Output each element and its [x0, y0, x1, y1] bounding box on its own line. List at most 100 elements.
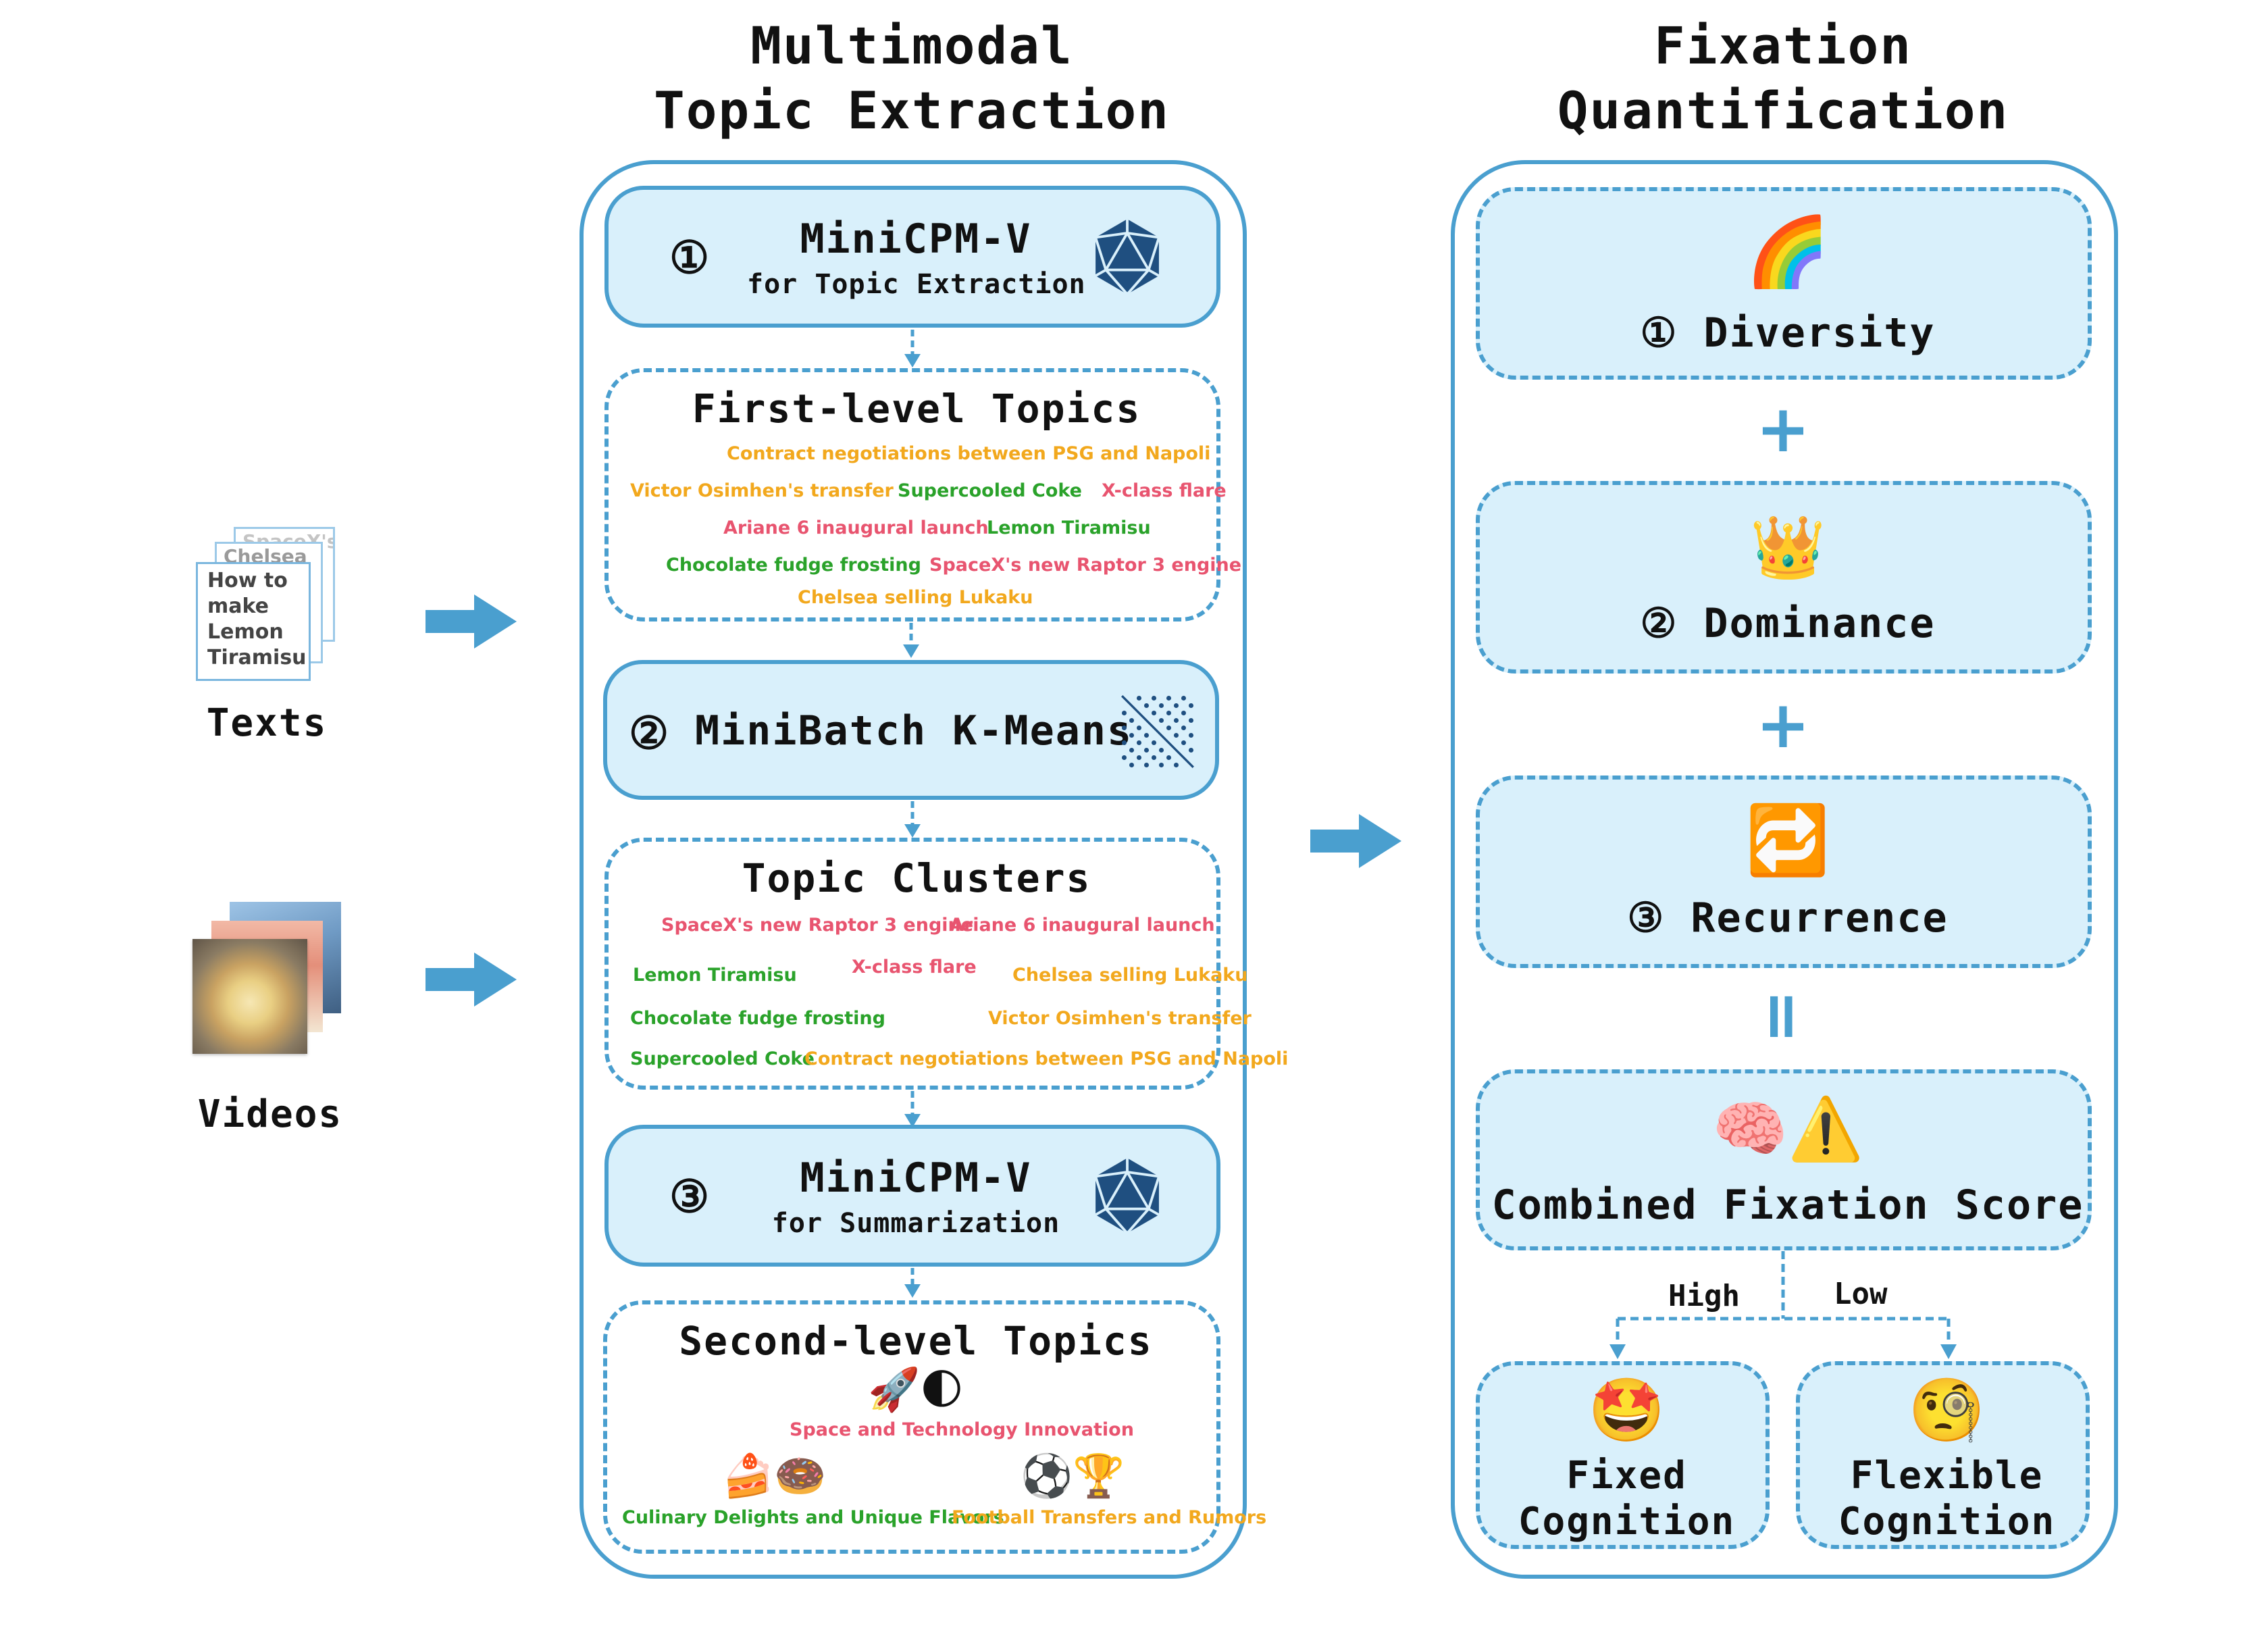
scatter-dot: [1136, 725, 1142, 731]
right-title-line2: Quantification: [1557, 80, 2009, 141]
scatter-dot: [1181, 740, 1187, 746]
video-thumbnails-stack: [192, 902, 348, 1057]
video-thumb-front: [192, 939, 307, 1054]
fixed-line2: Cognition: [1518, 1500, 1736, 1544]
crown-icon: 👑: [1749, 512, 1826, 583]
right-title-line1: Fixation: [1653, 16, 1913, 76]
step1-subtitle: for Topic Extraction: [747, 269, 1086, 300]
plus-sign: +: [1755, 687, 1811, 763]
scatter-dot: [1143, 703, 1150, 709]
scatter-dot: [1188, 703, 1194, 709]
brain-warning-icon: 🧠⚠️: [1711, 1094, 1864, 1165]
cluster-topic: Chelsea selling Lukaku: [1012, 965, 1248, 986]
high-label: High: [1668, 1279, 1740, 1313]
text-documents-stack: SpaceX's Chelsea How to make Lemon Tiram…: [196, 527, 351, 682]
scatter-dot: [1158, 747, 1164, 753]
scatter-dot: [1129, 747, 1135, 753]
cluster-topic: SpaceX's new Raptor 3 engine: [661, 915, 974, 936]
dominance-label: ② Dominance: [1640, 600, 1936, 647]
scatter-dot: [1181, 695, 1187, 701]
step3-number: ③: [669, 1171, 711, 1223]
second-topic-culinary: Culinary Delights and Unique Flavors: [622, 1507, 1004, 1528]
scatter-dot: [1143, 762, 1150, 768]
scatter-dot: [1129, 717, 1135, 723]
second-topic-space: Space and Technology Innovation: [790, 1419, 1134, 1440]
fixed-line1: Fixed: [1566, 1454, 1687, 1498]
scatter-dot: [1158, 717, 1164, 723]
scatter-dot: [1136, 740, 1142, 746]
recurrence-box: 🔁 ③ Recurrence: [1476, 776, 2092, 968]
step2-title: MiniBatch K-Means: [695, 707, 1133, 755]
first-topic: Ariane 6 inaugural launch: [723, 517, 989, 538]
connector-arrow: [904, 1268, 921, 1298]
left-title-line1: Multimodal: [750, 16, 1073, 76]
scatter-dot: [1166, 695, 1172, 701]
cluster-topic: Contract negotiations between PSG and Na…: [804, 1048, 1289, 1069]
topic-clusters-box: Topic Clusters SpaceX's new Raptor 3 eng…: [604, 838, 1288, 1090]
plus-sign: +: [1755, 391, 1811, 467]
scatter-dot: [1188, 717, 1194, 723]
first-topic: Supercooled Coke: [898, 480, 1082, 501]
step2-number: ②: [629, 707, 671, 759]
step3-subtitle: for Summarization: [771, 1208, 1060, 1239]
first-topic: Contract negotiations between PSG and Na…: [727, 443, 1211, 464]
scatter-dot: [1121, 710, 1127, 716]
space-emoji: 🚀🌓: [868, 1365, 964, 1414]
clusters-heading: Topic Clusters: [742, 855, 1091, 901]
diversity-label: ① Diversity: [1640, 309, 1936, 357]
flexible-line2: Cognition: [1838, 1500, 2056, 1544]
second-level-topics-box: Second-level Topics 🚀🌓 Space and Technol…: [603, 1300, 1266, 1554]
first-topic: Victor Osimhen's transfer: [630, 480, 894, 501]
second-topic-football: Football Transfers and Rumors: [952, 1507, 1267, 1528]
diversity-box: 🌈 ① Diversity: [1476, 187, 2092, 380]
rainbow-icon: 🌈: [1745, 212, 1830, 291]
scatter-dot: [1166, 710, 1172, 716]
scatter-dot: [1181, 710, 1187, 716]
left-title: Multimodal Topic Extraction: [567, 14, 1256, 143]
minibatch-kmeans-box: ② MiniBatch K-Means: [603, 660, 1219, 800]
scatter-dot: [1151, 710, 1157, 716]
combined-label: Combined Fixation Score: [1491, 1182, 2084, 1229]
scatter-dot: [1121, 755, 1127, 761]
scatter-dot: [1143, 747, 1150, 753]
first-topic: Chocolate fudge frosting: [666, 555, 921, 576]
scatter-dot: [1158, 762, 1164, 768]
scatter-dot: [1136, 695, 1142, 701]
scatter-dot: [1188, 732, 1194, 738]
scatter-dot: [1129, 762, 1135, 768]
flexible-cognition-box: 🧐 Flexible Cognition: [1796, 1361, 2090, 1549]
first-topic: Lemon Tiramisu: [987, 517, 1151, 538]
connector-arrow: [904, 1091, 921, 1127]
first-topic: Chelsea selling Lukaku: [798, 587, 1033, 608]
scatter-cluster-icon: [1121, 695, 1194, 768]
branch-connector: [1609, 1251, 1957, 1359]
scatter-dot: [1173, 732, 1179, 738]
first-topic: X-class flare: [1102, 480, 1227, 501]
monocle-face-icon: 🧐: [1908, 1374, 1986, 1446]
scatter-dot: [1188, 747, 1194, 753]
football-emoji: ⚽🏆: [1021, 1451, 1125, 1500]
videos-label: Videos: [197, 1092, 343, 1136]
step3-title: MiniCPM-V: [800, 1154, 1032, 1202]
scatter-dot: [1173, 717, 1179, 723]
star-struck-icon: 🤩: [1588, 1374, 1666, 1446]
left-title-line2: Topic Extraction: [653, 80, 1170, 141]
repeat-icon: 🔁: [1745, 801, 1830, 880]
right-title: Fixation Quantification: [1439, 14, 2128, 143]
connector-arrow: [904, 330, 921, 367]
first-level-heading: First-level Topics: [692, 386, 1141, 432]
scatter-dot: [1151, 740, 1157, 746]
combined-score-box: 🧠⚠️ Combined Fixation Score: [1476, 1069, 2092, 1250]
scatter-dot: [1121, 740, 1127, 746]
doc-front-text: How to make Lemon Tiramisu: [207, 569, 307, 669]
scatter-dot: [1158, 703, 1164, 709]
fixed-cognition-box: 🤩 Fixed Cognition: [1476, 1361, 1770, 1549]
scatter-dot: [1151, 755, 1157, 761]
minicpm-summarization-box: ③ MiniCPM-V for Summarization: [604, 1125, 1220, 1267]
cluster-topic: Ariane 6 inaugural launch: [950, 915, 1215, 936]
icosahedron-icon: [1094, 219, 1160, 295]
scatter-dot: [1136, 755, 1142, 761]
cluster-topic: X-class flare: [852, 957, 977, 977]
first-level-topics-box: First-level Topics Contract negotiations…: [604, 368, 1241, 621]
scatter-dot: [1173, 703, 1179, 709]
